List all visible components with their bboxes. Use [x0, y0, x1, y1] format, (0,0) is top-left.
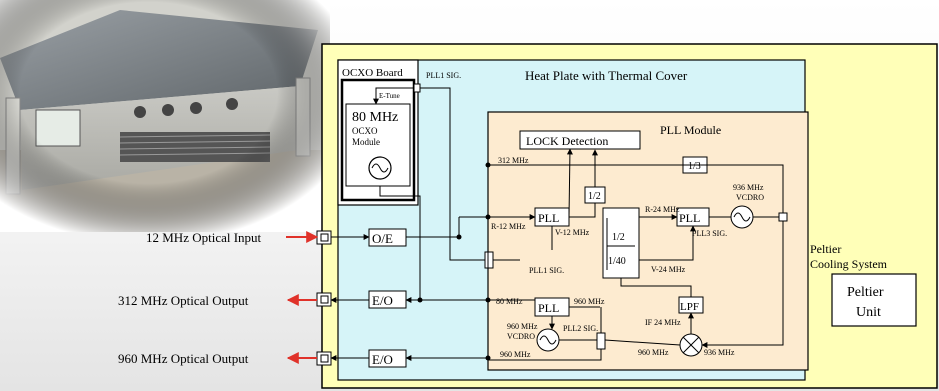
signal-wiring: [379, 87, 784, 361]
label-312: 312 MHz: [498, 156, 529, 165]
peltier-unit-line1: Peltier: [847, 285, 884, 300]
lock-detection-label: LOCK Detection: [526, 134, 608, 148]
pll-module-title: PLL Module: [660, 123, 721, 137]
label-r24: R-24 MHz: [645, 205, 680, 214]
divider-big-top: 1/2: [612, 232, 625, 243]
eo1-label: E/O: [372, 293, 393, 308]
label-936-mix: 936 MHz: [704, 348, 735, 357]
label-960-mix: 960 MHz: [638, 348, 669, 357]
optical-connectors: [316, 230, 332, 366]
label-80: 80 MHz: [496, 297, 523, 306]
label-v12: V-12 MHz: [555, 228, 590, 237]
peltier-system-line2: Cooling System: [810, 257, 888, 271]
input-12-label: 12 MHz Optical Input: [146, 230, 262, 245]
junction-dots: [417, 162, 491, 361]
lock-detection-box: [519, 130, 641, 150]
ocxo-chassis-photo: [0, 0, 330, 232]
ocxo-board-title: OCXO Board: [342, 67, 403, 79]
lpf-label: LPF: [680, 301, 699, 313]
output-312-label: 312 MHz Optical Output: [118, 293, 249, 308]
ocxo-pll1-sig-label: PLL1 SIG.: [426, 71, 461, 80]
ocxo-label-1: OCXO: [352, 126, 378, 136]
label-960-top: 960 MHz: [574, 297, 605, 306]
e-tune-label: E-Tune: [379, 92, 400, 100]
label-960-bottom: 960 MHz: [500, 350, 531, 359]
vcdro-936-freq: 936 MHz: [733, 183, 764, 192]
divider-big-bottom: 1/40: [608, 256, 626, 267]
pll-module: [487, 111, 809, 371]
label-pll1-sig: PLL1 SIG.: [529, 266, 564, 275]
pll1-tap: [484, 251, 494, 269]
oe-label: O/E: [372, 231, 393, 246]
label-pll3-sig: PLL3 SIG.: [692, 229, 727, 238]
divider-1-2-small-label: 1/2: [588, 191, 601, 202]
heat-plate-title: Heat Plate with Thermal Cover: [525, 68, 688, 83]
label-r12: R-12 MHz: [491, 222, 526, 231]
peltier-unit-box: [831, 273, 917, 327]
vcdro-936-label: VCDRO: [736, 193, 764, 202]
ocxo-connector: [413, 83, 421, 93]
output-960-label: 960 MHz Optical Output: [118, 351, 249, 366]
peltier-unit-line2: Unit: [856, 305, 881, 320]
label-pll2-sig: PLL2 SIG.: [563, 324, 598, 333]
vcdro-960-label: VCDRO: [507, 332, 535, 341]
chassis-photo-drawing: [0, 0, 330, 232]
pll-block-2-label: PLL: [538, 301, 559, 315]
divider-1-3-label: 1/3: [688, 161, 701, 172]
ocxo-freq: 80 MHz: [352, 110, 398, 125]
pll-block-1-label: PLL: [538, 211, 559, 225]
eo2-label: E/O: [372, 352, 393, 367]
pll-block-3-label: PLL: [679, 211, 700, 225]
divider-1-2-1-40: [602, 207, 640, 279]
vcdro-936-port: [778, 212, 788, 222]
peltier-system-line1: Peltier: [810, 242, 841, 256]
ocxo-label-2: Module: [352, 137, 380, 147]
label-v24: V-24 MHz: [651, 265, 686, 274]
label-if24: IF 24 MHz: [645, 318, 681, 327]
vcdro-960-freq: 960 MHz: [507, 322, 538, 331]
coupler: [596, 332, 606, 350]
